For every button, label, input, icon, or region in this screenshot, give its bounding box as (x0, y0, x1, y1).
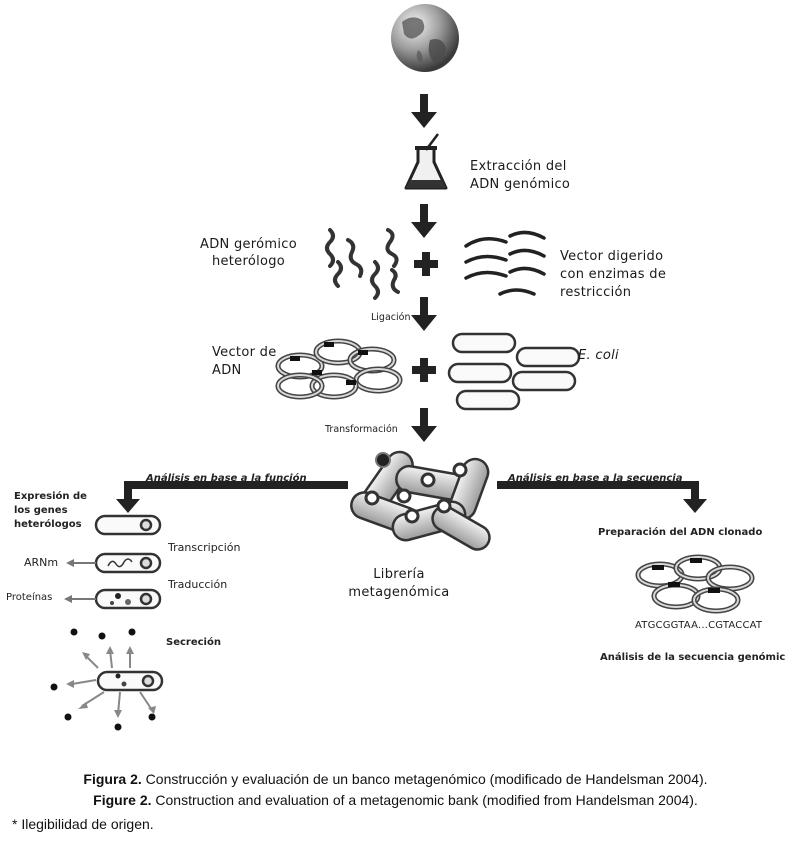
extraction-label: Extracción del ADN genómico (470, 158, 570, 194)
gene-expression-label-line: Expresión de (14, 491, 87, 502)
transcription-cell-icon (66, 552, 162, 574)
dna-vector-label-line: Vector de (212, 345, 277, 360)
down-arrow-icon (411, 297, 437, 331)
secretion-label: Secreción (166, 637, 221, 648)
extraction-label-line: Extracción del (470, 159, 567, 174)
mrna-label: ARNm (24, 556, 59, 569)
heterologous-dna-label: ADN gerómico heterólogo (200, 236, 297, 270)
plus-icon (414, 252, 438, 276)
dna-sequence-text: ATGCGGTAA...CGTACCAT (635, 620, 763, 631)
metagenomic-library-icon (350, 450, 491, 551)
plus-icon (412, 358, 436, 382)
illegibility-note: * Ilegibilidad de origen. (12, 816, 154, 832)
secreted-protein-dots-icon (50, 628, 156, 731)
caption-spanish-text: Construcción y evaluación de un banco me… (141, 771, 708, 787)
caption-english-text: Construction and evaluation of a metagen… (151, 792, 698, 808)
expression-cell-icon (94, 514, 162, 536)
metagenomic-library-label-line: Librería (373, 567, 425, 582)
down-arrow-icon (411, 94, 437, 128)
genomic-sequence-analysis-label: Análisis de la secuencia genómic (600, 652, 786, 663)
digested-vector-label-line: restricción (560, 285, 632, 300)
dna-vector-label-line: ADN (212, 363, 242, 378)
right-branch-arrow-icon (497, 481, 707, 513)
secretion-cell-icon (96, 670, 164, 692)
gene-expression-label: Expresión de los genes heterólogos (14, 490, 87, 532)
extraction-label-line: ADN genómico (470, 177, 571, 192)
caption-english: Figure 2. Construction and evaluation of… (0, 792, 791, 808)
caption-english-label: Figure 2. (93, 792, 152, 808)
ecoli-label: E. coli (578, 348, 619, 363)
function-analysis-header: Análisis en base a la función (146, 473, 307, 484)
proteins-label: Proteínas (6, 592, 53, 603)
transformation-label: Transformación (325, 424, 398, 435)
transcription-label: Transcripción (168, 541, 241, 554)
down-arrow-icon (411, 408, 437, 442)
gene-expression-label-line: los genes (14, 505, 68, 516)
dna-vector-label: Vector de ADN (212, 344, 277, 380)
ecoli-cells-icon (447, 332, 581, 411)
translation-cell-icon (64, 588, 162, 610)
cloned-dna-plasmids-icon (638, 557, 752, 611)
translation-label: Traducción (168, 578, 228, 591)
flask-icon (404, 133, 448, 190)
down-arrow-icon (411, 204, 437, 238)
earth-globe-icon (391, 4, 459, 72)
metagenomic-library-label: Librería metagenómica (344, 566, 454, 602)
digested-vector-label-line: con enzimas de (560, 267, 667, 282)
gene-expression-label-line: heterólogos (14, 519, 82, 530)
heterologous-dna-label-line: heterólogo (211, 254, 286, 269)
dna-vector-plasmids-icon (278, 341, 400, 397)
digested-vector-label: Vector digerido con enzimas de restricci… (560, 248, 666, 302)
caption-spanish: Figura 2. Construcción y evaluación de u… (0, 771, 791, 787)
left-branch-arrow-icon (116, 481, 348, 513)
secreted-proteins-icon (66, 646, 156, 718)
sequence-analysis-header: Análisis en base a la secuencia (508, 473, 683, 484)
digested-vector-label-line: Vector digerido (560, 249, 664, 264)
heterologous-dna-label-line: ADN gerómico (200, 237, 297, 252)
cloned-dna-prep-label: Preparación del ADN clonado (598, 527, 763, 538)
genomic-dna-fragments-icon (325, 228, 400, 300)
metagenomic-library-label-line: metagenómica (348, 585, 450, 600)
caption-spanish-label: Figura 2. (83, 771, 142, 787)
ligation-label: Ligación (371, 312, 411, 323)
digested-vector-arcs-icon (464, 230, 546, 296)
